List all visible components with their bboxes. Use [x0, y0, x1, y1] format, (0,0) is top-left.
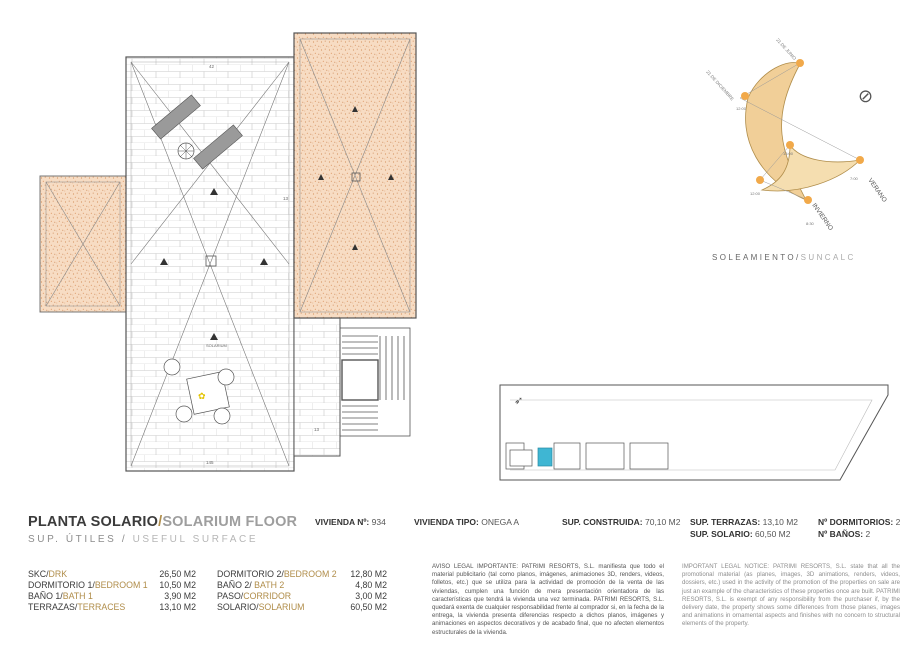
solarium-terrace: SOLARIUM 42 145 13 13 ✿ [125, 56, 341, 472]
surface-name-en: BATH 1 [62, 591, 93, 601]
sun-label-sep: / [796, 253, 801, 262]
terraces-surface: SUP. TERRAZAS: 13,10 M2 [690, 517, 798, 527]
vivienda-label: VIVIENDA Nº: [315, 517, 370, 527]
surface-value: 3,90 M2 [164, 591, 196, 601]
time-b: 7:00 [850, 176, 859, 181]
winter-label: INVIERNO [810, 202, 834, 232]
surface-name-es: DORMITORIO 2/ [217, 569, 284, 579]
june-label: 21 DE JUNIO [775, 37, 797, 61]
dim-top: 42 [209, 64, 215, 69]
surface-name-es: DORMITORIO 1/ [28, 580, 95, 590]
surface-row: SKC/DRK [28, 569, 67, 579]
highlighted-unit [537, 447, 553, 467]
dim-bottom: 145 [206, 460, 214, 465]
dining-set [163, 358, 235, 425]
sun-path-diagram: ⊘ VERANO INVIERNO 21 DE JUNIO 21 DE DICI… [705, 37, 888, 232]
surface-value: 4,80 M2 [355, 580, 387, 590]
banos-label: Nº BAÑOS: [818, 529, 864, 539]
terrazas-value: 13,10 M2 [762, 517, 799, 527]
solarium-surface: SUP. SOLARIO: 60,50 M2 [690, 529, 791, 539]
surface-row: BAÑO 2/ BATH 2 [217, 580, 284, 590]
surface-row: SOLARIO/SOLARIUM [217, 602, 305, 612]
bedrooms-count: Nº DORMITORIOS: 2 [818, 517, 900, 527]
surface-row: BAÑO 1/BATH 1 [28, 591, 93, 601]
surface-value: 3,00 M2 [355, 591, 387, 601]
surface-name-es: TERRAZAS/ [28, 602, 78, 612]
surface-name-es: BAÑO 2/ [217, 580, 255, 590]
banos-value: 2 [865, 529, 871, 539]
surface-value: 12,80 M2 [350, 569, 387, 579]
surface-value: 10,50 M2 [159, 580, 196, 590]
subtitle-es: SUP. ÚTILES [28, 534, 117, 545]
time-e: 12:00 [736, 106, 747, 111]
construida-value: 70,10 M2 [644, 517, 681, 527]
surface-value: 13,10 M2 [159, 602, 196, 612]
surface-subtitle: SUP. ÚTILES / USEFUL SURFACE [28, 534, 258, 545]
tipo-value: ONEGA A [481, 517, 520, 527]
sun-label-es: SOLEAMIENTO [712, 253, 797, 262]
subtitle-sep: / [116, 534, 133, 545]
title-es: PLANTA SOLARIO [28, 514, 159, 530]
room-label: SOLARIUM [206, 343, 227, 348]
dim-right: 13 [314, 427, 320, 432]
surface-name-es: SOLARIO/ [217, 602, 259, 612]
sun-lounger [151, 94, 243, 170]
dorm-value: 2 [895, 517, 901, 527]
legal-notice-en: IMPORTANT LEGAL NOTICE: PATRIMI RESORTS,… [682, 563, 900, 628]
surface-name-en: SOLARIUM [258, 602, 305, 612]
time-c: 12:00 [750, 191, 761, 196]
december-label: 21 DE DICIEMBRE [705, 69, 735, 101]
surface-name-en: CORRIDOR [243, 591, 292, 601]
surface-name-en: BATH 2 [254, 580, 285, 590]
title-sep: / [158, 514, 163, 530]
time-a: 13:00 [783, 151, 794, 156]
surface-name-es: SKC/ [28, 569, 49, 579]
solario-label: SUP. SOLARIO: [690, 529, 753, 539]
dorm-label: Nº DORMITORIOS: [818, 517, 894, 527]
summer-label: VERANO [866, 177, 887, 204]
staircase [339, 327, 411, 437]
surface-value: 60,50 M2 [350, 602, 387, 612]
surface-name-en: BEDROOM 1 [94, 580, 148, 590]
surface-row: DORMITORIO 1/BEDROOM 1 [28, 580, 148, 590]
compass-icon: ➶ [514, 395, 523, 407]
legal-notice-es: AVISO LEGAL IMPORTANTE: PATRIMI RESORTS,… [432, 563, 664, 636]
sun-path-caption: SOLEAMIENTO/SUNCALC [712, 253, 856, 262]
terrazas-label: SUP. TERRAZAS: [690, 517, 761, 527]
subtitle-en: USEFUL SURFACE [132, 534, 259, 545]
surface-table-right: DORMITORIO 2/BEDROOM 2 12,80 M2 BAÑO 2/ … [217, 569, 387, 615]
surface-row: PASO/CORRIDOR [217, 591, 291, 601]
sun-label-en: SUNCALC [800, 253, 856, 262]
vivienda-type: VIVIENDA TIPO: ONEGA A [414, 517, 519, 527]
sun-icon [741, 59, 864, 204]
surface-row: TERRAZAS/TERRACES [28, 602, 125, 612]
plant-icon: ✿ [198, 391, 206, 401]
surface-name-es: BAÑO 1/ [28, 591, 63, 601]
vivienda-number: VIVIENDA Nº: 934 [315, 517, 386, 527]
bathrooms-count: Nº BAÑOS: 2 [818, 529, 870, 539]
floor-title: PLANTA SOLARIO/SOLARIUM FLOOR [28, 514, 297, 530]
right-roof [293, 32, 417, 319]
dim-side: 13 [283, 196, 289, 201]
solario-value: 60,50 M2 [755, 529, 791, 539]
construida-label: SUP. CONSTRUIDA: [562, 517, 643, 527]
built-surface: SUP. CONSTRUIDA: 70,10 M2 [562, 517, 680, 527]
surface-name-en: DRK [48, 569, 68, 579]
surface-value: 26,50 M2 [159, 569, 196, 579]
surface-name-es: PASO/ [217, 591, 244, 601]
solarium-floor-plan: SOLARIUM 42 145 13 13 ✿ [39, 32, 889, 481]
surface-table-left: SKC/DRK 26,50 M2 DORMITORIO 1/BEDROOM 1 … [28, 569, 196, 615]
surface-name-en: TERRACES [77, 602, 126, 612]
title-en: SOLARIUM FLOOR [162, 514, 298, 530]
surface-row: DORMITORIO 2/BEDROOM 2 [217, 569, 337, 579]
north-arrow-icon: ⊘ [858, 86, 873, 106]
tipo-label: VIVIENDA TIPO: [414, 517, 479, 527]
left-roof [39, 175, 127, 313]
site-location-plan: ➶ [499, 384, 889, 481]
time-d: 8:30 [806, 221, 815, 226]
vivienda-value: 934 [371, 517, 386, 527]
surface-name-en: BEDROOM 2 [283, 569, 337, 579]
